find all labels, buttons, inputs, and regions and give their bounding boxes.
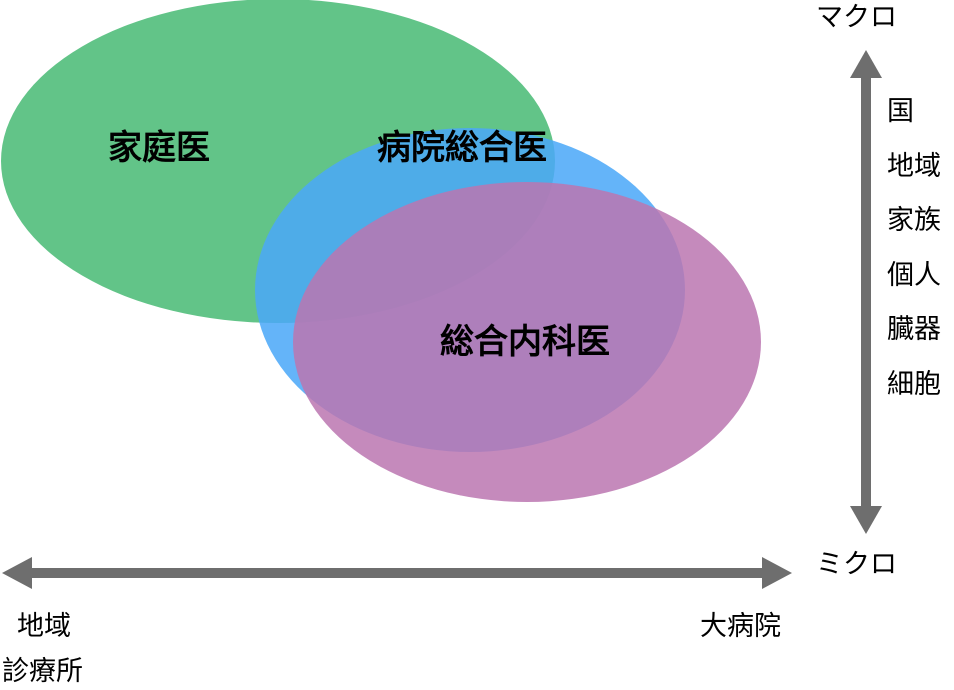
- internist-ellipse: [293, 182, 761, 502]
- internist-label: 総合内科医: [440, 322, 610, 362]
- level-cell: 細胞: [887, 368, 941, 400]
- large-hospital-label: 大病院: [700, 611, 781, 642]
- micro-label: ミクロ: [816, 549, 897, 580]
- level-country: 国: [887, 96, 914, 127]
- macro-label: マクロ: [816, 2, 897, 33]
- level-organ: 臓器: [887, 314, 941, 345]
- scale-levels: 国 地域 家族 個人 臓器 細胞: [887, 98, 941, 425]
- clinic-label: 診療所: [2, 656, 83, 687]
- level-region: 地域: [887, 150, 941, 182]
- community-label: 地域: [17, 611, 71, 642]
- family-doctor-label: 家庭医: [108, 128, 210, 168]
- level-family: 家族: [887, 205, 941, 236]
- vertical-arrow: [850, 50, 882, 534]
- hospitalist-label: 病院総合医: [377, 128, 547, 168]
- horizontal-arrow: [2, 557, 792, 589]
- level-individual: 個人: [887, 259, 941, 291]
